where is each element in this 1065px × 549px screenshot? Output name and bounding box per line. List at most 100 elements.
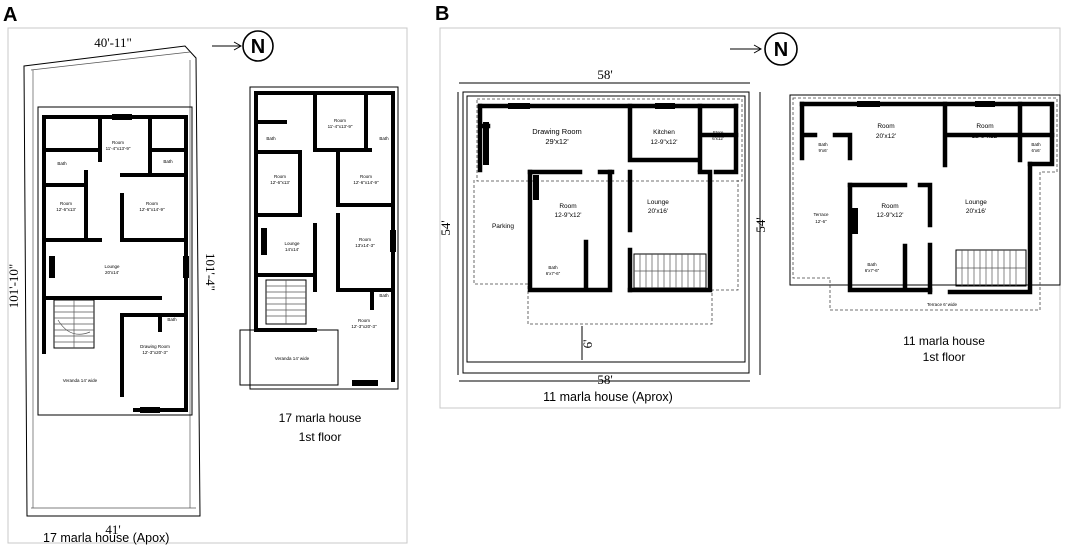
parking-label-b: Parking [492,223,514,230]
kitchen-size-b: 12-9"x12' [650,139,677,146]
lounge-size-b: 20'x16' [648,208,668,215]
room-mid-label-b2: Room [881,203,898,210]
dim-left-b: 54' [438,220,453,235]
caption-b2-line1: 11 marla house [903,334,985,348]
panel-a: A [3,4,408,545]
north-circle-icon-b [764,32,798,66]
room-left-label: Room [60,201,72,206]
drawing-size-b: 29'x12' [545,137,569,146]
dim-right: 101'-4" [203,253,218,291]
caption-a2-line2: 1st floor [299,430,342,444]
dim-top-b: 58' [597,67,612,82]
room-right-size: 12'-6"x14'-9" [139,207,165,212]
room-mid-size-2: 13'x14'-3" [355,243,375,248]
wall-room-mid-2 [336,213,395,310]
terrace-label-b2: Terrace [813,212,829,217]
plot-inner-top [30,51,191,71]
wall-right-b [713,103,739,175]
room-mid-label-2: Room [359,237,371,242]
staircase-b [633,253,707,289]
staircase [53,299,95,349]
room-top-label-2: Room [334,118,346,123]
wall-room-mid-b2 [847,182,933,295]
dim-setback-b: 6' [580,340,595,349]
setback-top [476,98,743,182]
veranda-2 [239,329,339,386]
room-right-label-2: Room [360,174,372,179]
room-right-label-b2: Room [976,123,993,130]
bath1-label-b2: Bath [818,142,828,147]
house-outline-2 [249,86,399,390]
terrace-bottom-label-b2: Terrace 6' wide [927,302,958,307]
room-bottom-size-2: 12'-3"x20'-3" [351,324,377,329]
bath2-label: Bath [163,159,173,164]
plot-b-inner [466,95,746,363]
setback-b2 [792,97,1058,311]
wall-room-top-right [148,118,188,177]
lounge-label-b: Lounge [647,199,669,206]
bath-size-b: 6'x7'-6" [546,271,561,276]
wall-room-top-left [42,115,102,162]
panel-a-frame [7,27,408,544]
house-outline [37,106,193,416]
drawing-label-b: Drawing Room [532,127,582,136]
room-top-size: 11'-4"x13'-9" [106,146,131,151]
bath3-label-2: Bath [379,293,389,298]
room-top-size-2: 11'-4"x13'-9" [328,124,353,129]
panel-b-letter: B [435,3,449,25]
wall-left-b2 [799,101,853,161]
wall-upper-rooms-2 [254,93,372,152]
panel-a-letter: A [3,4,17,26]
wall-drawing [120,313,188,397]
room-left-label-2: Room [274,174,286,179]
room-left-size-2: 12'-6"x13' [270,180,290,185]
dim-bottom-b: 58' [597,372,612,387]
plot-boundary [23,45,201,517]
bath1-size-b2: 9'x6' [819,148,828,153]
bath2-size-b2: 6'x6' [1032,148,1041,153]
plot-b [462,91,750,374]
room-top-label: Room [112,140,124,145]
room-bottom-label-2: Room [358,318,370,323]
staircase-2 [265,279,307,325]
north-arrow-a: N [212,30,274,62]
wall-kitchen-b [627,103,739,173]
plan-b-first-floor: Room 20'x12' Room 12-9"x12' Bath 9'x6' B… [789,94,1061,364]
terrace-size-b2: 12'-6" [815,219,827,224]
arrow-icon-b [753,44,763,54]
bath3-size-b2: 6'x7'-6" [865,268,880,273]
store-size-b: 6'x12' [712,136,724,141]
caption-b2-line2: 1st floor [923,350,966,364]
bath1-label: Bath [57,161,67,166]
wall-room-mid2-b2 [847,182,933,293]
north-label-b: N [774,39,788,61]
veranda-label-2: Veranda 14' wide [275,356,310,361]
panel-b-frame [439,27,1061,409]
north-circle-icon [242,30,274,62]
wall-room-right-b2 [942,101,1055,168]
caption-b1: 11 marla house (Aprox) [543,390,673,404]
drawing-size: 12'-3"x20'-3" [142,350,168,355]
dim-left: 101'-10" [6,264,21,308]
wall-room-right [120,173,188,242]
dim-bottom: 41' [105,522,120,537]
lounge-size: 20'x14' [105,270,119,275]
room-top-label-b2: Room [877,123,894,130]
wall-room-b [527,169,613,293]
lounge-label: Lounge [104,264,120,269]
veranda-label: Veranda 14' wide [63,378,98,383]
room-top-size-b2: 20'x12' [876,133,896,140]
wall-room-left [42,170,88,242]
lounge-size-2: 14'x14' [285,247,299,252]
room-right-size-b2: 12-9"x12' [971,133,998,140]
plan-b-ground-floor: Drawing Room 29'x12' Kitchen 12-9"x12' S… [438,32,798,404]
room-right-label: Room [146,201,158,206]
room-mid-size-b2: 12-9"x12' [876,212,903,219]
north-arrow-b: N [730,32,798,66]
plot-b2 [789,94,1061,286]
plan-a-first-floor: Room 11'-4"x13'-9" Bath Bath Room 12'-6"… [239,86,399,444]
wall-lounge-2 [254,223,317,292]
bath3-label: Bath [167,317,177,322]
room-label-b: Room [559,203,576,210]
